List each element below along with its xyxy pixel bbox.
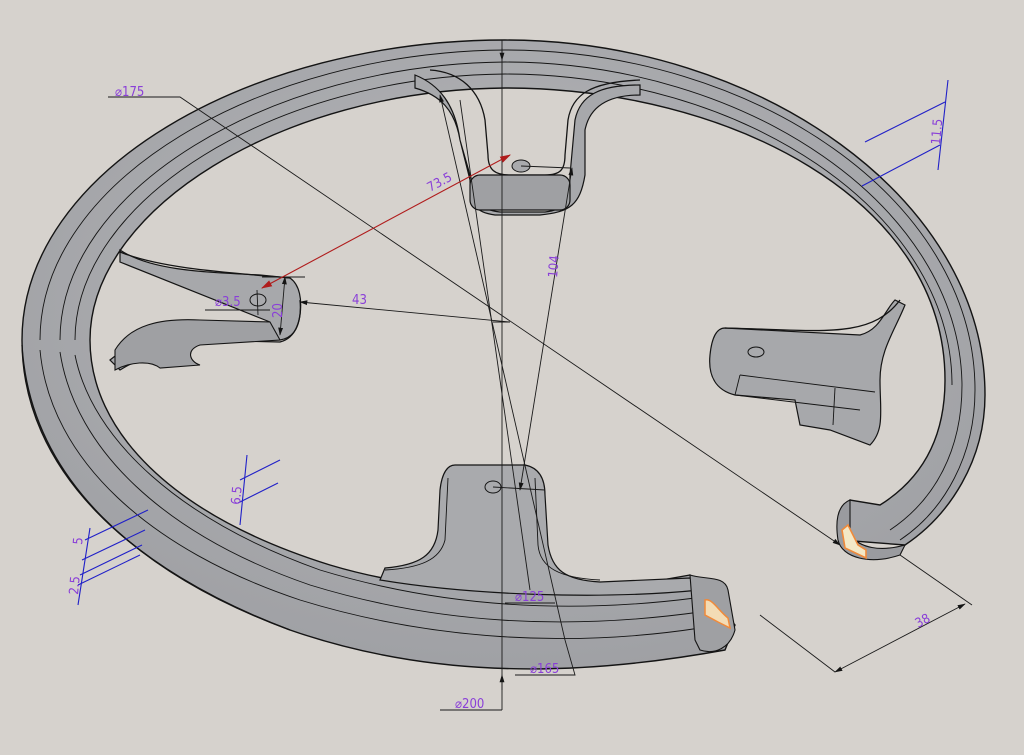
dim-label-73-5: 73.5 (425, 170, 455, 195)
section-highlight-right (841, 523, 867, 560)
dim-label-43: 43 (352, 293, 367, 308)
tab-right-hole (747, 346, 765, 358)
section-highlight-left (704, 599, 732, 630)
dim-label-d3-5: ⌀3.5 (215, 295, 241, 310)
dim-label-d125: ⌀125 (515, 590, 544, 605)
dim-label-104: 104 (546, 255, 563, 279)
thickness-dimensions (77, 79, 949, 606)
dim-label-38: 38 (913, 611, 933, 631)
dim-label-5: 5 (71, 537, 87, 546)
dim-label-11-5: 11.5 (929, 118, 946, 145)
dim-label-d175: ⌀175 (115, 85, 144, 100)
ring-end-left (689, 574, 736, 653)
dim-label-2-5: 2.5 (67, 576, 84, 596)
dim-label-d200: ⌀200 (455, 697, 484, 712)
dimension-labels: ⌀175 73.5 ⌀3.5 20 43 104 11.5 6.5 5 2.5 … (67, 85, 946, 712)
dim-label-20: 20 (271, 303, 286, 318)
ring-end-right (836, 499, 907, 561)
tab-right (709, 299, 906, 446)
radius-dimension-73-5 (261, 154, 511, 289)
dim-label-d165: ⌀165 (530, 662, 559, 677)
tab-top (414, 69, 641, 216)
dim-label-6-5: 6.5 (229, 486, 246, 506)
